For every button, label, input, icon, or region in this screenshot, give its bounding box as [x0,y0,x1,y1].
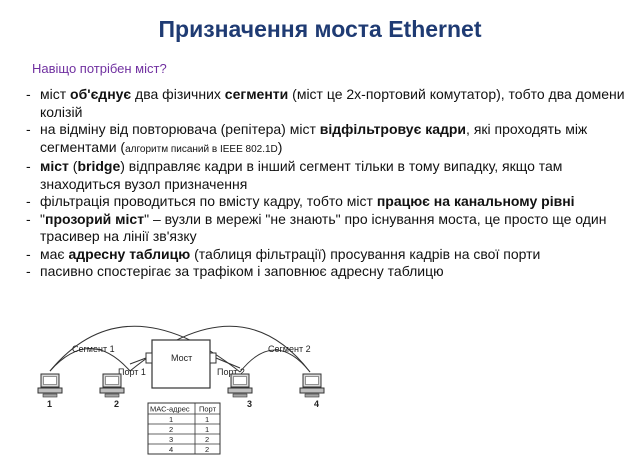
table-cell: 4 [169,445,173,454]
bridge-label: Мост [171,353,192,363]
port2-label: Порт 2 [217,367,245,377]
bullet-marker: - [26,121,31,137]
table-cell: 2 [205,435,209,444]
computer-icon [99,373,125,398]
bullet-marker: - [26,263,31,279]
table-cell: 3 [169,435,173,444]
span-arc [49,325,241,373]
table-cell: 1 [205,415,209,424]
port1-connector [145,352,153,364]
table-cell: 1 [205,425,209,434]
segment1-label: Сегмент 1 [72,344,115,354]
bullet-list: - міст об'єднує два фізичних сегменти (м… [26,86,626,281]
computer-icon [227,373,253,398]
table-cell: 2 [169,425,173,434]
bullet-item: - на відміну від повторювача (репітера) … [26,121,588,155]
port1-label: Порт 1 [118,367,146,377]
table-header: МАС-адрес [150,405,190,414]
bridge-box [151,339,211,389]
node-label: 1 [47,399,52,409]
node-label: 3 [247,399,252,409]
segment1-arc [49,348,131,372]
bullet-marker: - [26,193,31,209]
bullet-item: - пасивно спостерігає за трафіком і запо… [26,263,444,279]
bullet-item: - "прозорий міст" – вузли в мережі "не з… [26,210,607,245]
bullet-item: - фільтрація проводиться по вмісту кадру… [26,193,575,209]
bullet-item: - має адресну таблицю (таблиця фільтраці… [26,245,541,262]
bullet-item: - міст об'єднує два фізичних сегменти (м… [26,86,625,120]
table-header: Порт [199,405,217,414]
port1-link [129,357,147,365]
bullet-marker: - [26,245,31,262]
computer-icon [299,373,325,398]
bullet-marker: - [26,86,31,102]
segment2-label: Сегмент 2 [268,344,311,354]
node-label: 2 [114,399,119,409]
bullet-item: - міст (bridge) відправляє кадри в інший… [26,158,563,192]
slide-subtitle: Навіщо потрібен міст? [32,61,167,76]
bullet-marker: - [26,158,31,174]
table-cell: 1 [169,415,173,424]
port2-connector [209,352,217,364]
address-table: МАС-адрес Порт 1 1 2 1 3 2 4 2 [147,402,221,455]
table-cell: 2 [205,445,209,454]
bridge-diagram: Сегмент 1 Сегмент 2 Мост Порт 1 Порт 2 1… [37,325,325,455]
computer-icon [37,373,63,398]
slide-title: Призначення моста Ethernet [158,16,482,42]
bullet-marker: - [26,210,31,227]
node-label: 4 [314,399,319,409]
port2-link [215,357,241,369]
